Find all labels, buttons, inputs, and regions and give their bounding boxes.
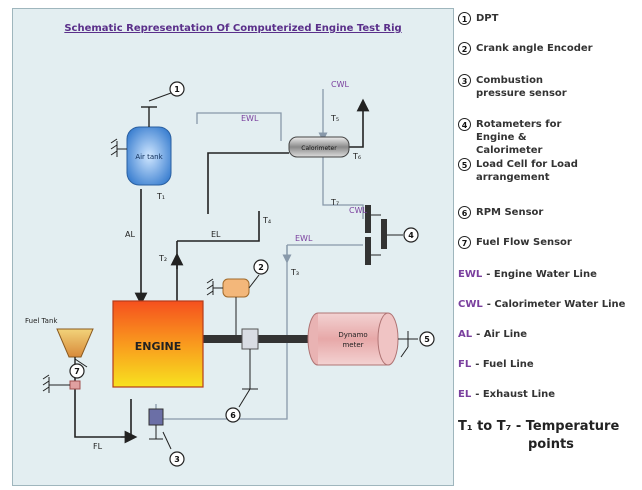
legend-text-5: Load Cell for Load arrangement: [476, 159, 578, 183]
legend-abbr-fl: FL - Fuel Line: [458, 358, 534, 371]
legend-text-4: Rotameters for Engine & Calorimeter: [476, 119, 562, 156]
process-lines: [74, 98, 370, 444]
sensor-num-3: 3: [174, 455, 180, 464]
engine-block: ENGINE: [112, 300, 204, 388]
fuel-tank: Fuel Tank: [25, 317, 94, 393]
legend-item-1: 1 DPT: [458, 12, 626, 25]
legend-abbr-cwl-text: - Calorimeter Water Line: [486, 299, 626, 310]
legend-text-2: Crank angle Encoder: [476, 43, 593, 54]
legend-abbr-el: EL - Exhaust Line: [458, 388, 555, 401]
legend-abbr-ewl-code: EWL: [458, 269, 483, 280]
label-ewl-mid: EWL: [295, 234, 313, 243]
temp-t6: T₆: [352, 152, 361, 161]
legend-text-6: RPM Sensor: [476, 207, 544, 218]
legend-num-5: 5: [458, 158, 471, 171]
temp-t5: T₅: [330, 114, 339, 123]
sensor-num-7: 7: [74, 367, 80, 376]
rpm-coupling: [238, 328, 259, 408]
legend-item-2: 2 Crank angle Encoder: [458, 42, 626, 55]
legend-text-7: Fuel Flow Sensor: [476, 237, 572, 248]
sensor-markers: [69, 81, 435, 467]
legend-num-6: 6: [458, 206, 471, 219]
sensor-num-6: 6: [230, 411, 236, 420]
legend-num-7: 7: [458, 236, 471, 249]
dynamometer: Dynamo meter: [307, 312, 418, 366]
crank-encoder: [206, 274, 260, 335]
legend-abbr-ewl: EWL - Engine Water Line: [458, 268, 597, 281]
legend-text-3: Combustion pressure sensor: [476, 75, 567, 99]
label-el: EL: [211, 230, 221, 239]
sensor-num-1: 1: [174, 85, 180, 94]
legend-abbr-cwl-code: CWL: [458, 299, 483, 310]
legend: 1 DPT 2 Crank angle Encoder 3 Combustion…: [458, 6, 640, 486]
air-tank-label: Air tank: [135, 153, 163, 161]
legend-abbr-ewl-text: - Engine Water Line: [486, 269, 597, 280]
fuel-tank-label: Fuel Tank: [25, 317, 58, 325]
legend-abbr-al-text: - Air Line: [476, 329, 528, 340]
sensor-num-2: 2: [258, 263, 264, 272]
legend-abbr-al-code: AL: [458, 329, 473, 340]
calorimeter-label: Calorimeter: [301, 145, 337, 152]
label-cwl-mid: CWL: [349, 206, 367, 215]
legend-abbr-fl-text: - Fuel Line: [475, 359, 534, 370]
diagram-title: Schematic Representation Of Computerized…: [64, 23, 401, 34]
engine-label: ENGINE: [135, 340, 182, 353]
temp-t4: T₄: [262, 216, 271, 225]
legend-temp-line2: points: [528, 437, 574, 452]
temp-t3: T₃: [290, 268, 299, 277]
legend-item-3: 3 Combustion pressure sensor: [458, 74, 591, 100]
legend-abbr-el-code: EL: [458, 389, 472, 400]
diagram-panel: Schematic Representation Of Computerized…: [12, 8, 454, 486]
legend-item-6: 6 RPM Sensor: [458, 206, 626, 219]
label-ewl-top: EWL: [241, 114, 259, 123]
air-tank: Air tank: [126, 92, 172, 186]
legend-item-5: 5 Load Cell for Load arrangement: [458, 158, 586, 184]
legend-abbr-el-text: - Exhaust Line: [475, 389, 556, 400]
schematic-svg: Schematic Representation Of Computerized…: [25, 23, 435, 467]
dynamometer-label-2: meter: [342, 341, 363, 349]
pressure-sensor: [148, 408, 172, 450]
legend-abbr-al: AL - Air Line: [458, 328, 527, 341]
legend-num-3: 3: [458, 74, 471, 87]
sensor-num-4: 4: [408, 231, 414, 240]
legend-temp-line1: T₁ to T₇ - Temperature: [458, 419, 620, 434]
temp-t7: T₇: [330, 198, 339, 207]
temp-t2-engine: T₂: [158, 254, 167, 263]
rotameters: [365, 205, 403, 265]
label-al: AL: [125, 230, 135, 239]
legend-item-7: 7 Fuel Flow Sensor: [458, 236, 626, 249]
label-fl: FL: [93, 442, 103, 451]
legend-text-1: DPT: [476, 13, 499, 24]
legend-num-4: 4: [458, 118, 471, 131]
legend-abbr-cwl: CWL - Calorimeter Water Line: [458, 298, 625, 311]
calorimeter: Calorimeter: [288, 136, 350, 158]
legend-num-1: 1: [458, 12, 471, 25]
air-tank-mount: [110, 138, 127, 157]
temp-t1-air: T₁: [156, 192, 165, 201]
legend-num-2: 2: [458, 42, 471, 55]
dynamometer-label-1: Dynamo: [338, 331, 367, 339]
legend-abbr-fl-code: FL: [458, 359, 472, 370]
sensor-num-5: 5: [424, 335, 430, 344]
label-cwl-top: CWL: [331, 80, 349, 89]
legend-item-4: 4 Rotameters for Engine & Calorimeter: [458, 118, 591, 157]
